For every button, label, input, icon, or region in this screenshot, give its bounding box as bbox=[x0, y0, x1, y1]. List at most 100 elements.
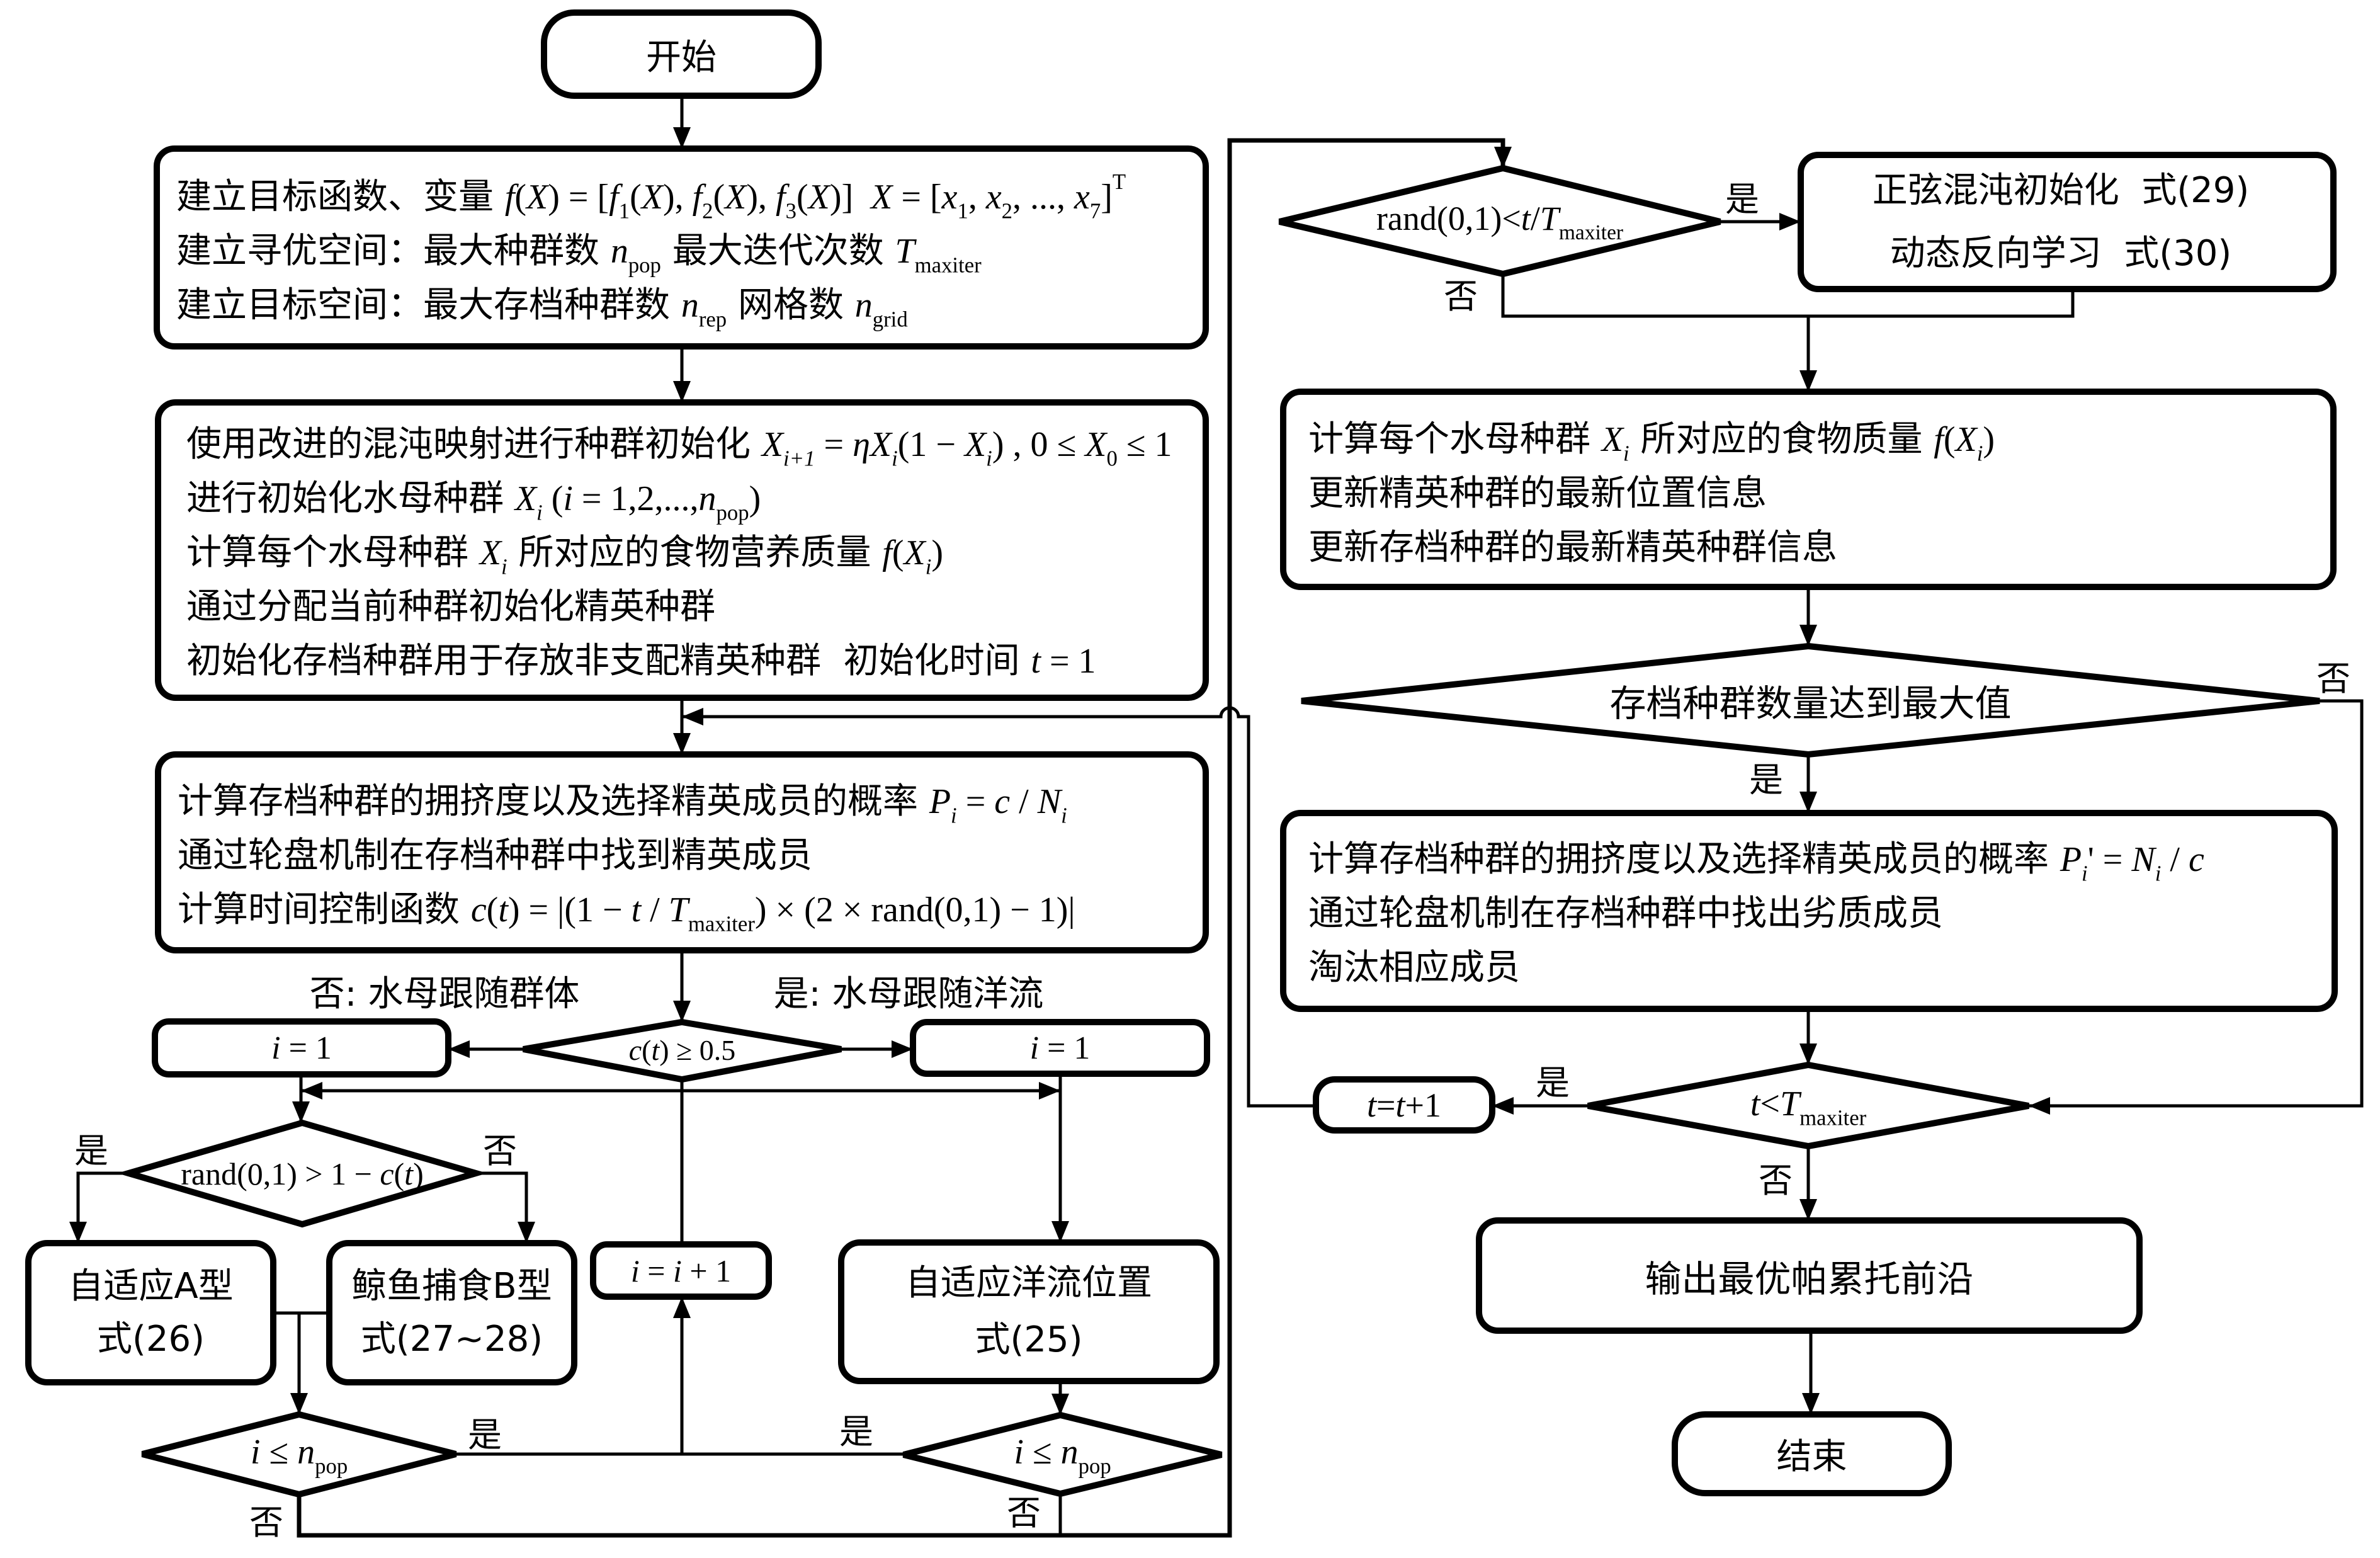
cjk-text: 建立目标空间：最大存档种群数 bbox=[176, 285, 681, 326]
subscript: 1 bbox=[618, 198, 630, 224]
subscript: i bbox=[501, 554, 507, 579]
subscript: rep bbox=[698, 307, 727, 332]
cjk-text: 建立寻优空间：最大种群数 bbox=[176, 230, 611, 271]
motion-yes-label: 是 bbox=[74, 1130, 108, 1171]
text-line: rand(0,1)<t/Tmaxiter bbox=[1376, 199, 1623, 243]
math-variable: n bbox=[610, 232, 628, 271]
math-text: ( bbox=[394, 1156, 405, 1191]
cjk-text: 最大迭代次数 bbox=[660, 230, 895, 271]
text-line: c(t) ≥ 0.5 bbox=[629, 1033, 736, 1067]
math-text: / bbox=[1530, 200, 1540, 237]
cjk-text: 通过分配当前种群初始化精英种群 bbox=[186, 586, 715, 627]
ocean-current-title: 自适应洋流位置 bbox=[905, 1263, 1152, 1304]
passive-motion-a-equation: 式(26) bbox=[97, 1318, 205, 1360]
math-text: = bbox=[1376, 1086, 1396, 1124]
iteration-yes-label: 是 bbox=[1536, 1062, 1570, 1103]
math-text: ( bbox=[542, 479, 564, 518]
text-line: 使用改进的混沌映射进行种群初始化 Xi+1 = ηXi(1 − Xi) , 0 … bbox=[186, 418, 1172, 472]
iteration-condition: t<Tmaxiter bbox=[1588, 1065, 2029, 1143]
ocean-current-equation: 式(25) bbox=[975, 1319, 1083, 1360]
math-variable: X bbox=[641, 178, 663, 217]
cjk-text: 网格数 bbox=[727, 285, 855, 326]
swarm-loop-condition: i ≤ npop bbox=[142, 1414, 456, 1490]
text-line: 初始化存档种群用于存放非支配精英种群 初始化时间 t = 1 bbox=[186, 634, 1172, 688]
math-variable: X bbox=[1601, 420, 1624, 459]
math-text: ( bbox=[796, 178, 808, 217]
math-text: / bbox=[2161, 840, 2189, 879]
math-variable: T bbox=[895, 232, 915, 271]
swarm-loop-yes-label: 是 bbox=[468, 1414, 502, 1455]
subscript: 3 bbox=[785, 198, 796, 224]
math-text: )] bbox=[829, 178, 871, 217]
whale-predation-b-title: 鲸鱼捕食B型 bbox=[351, 1265, 552, 1307]
math-variable: X bbox=[904, 533, 926, 572]
subscript: grid bbox=[872, 307, 908, 332]
subscript: i bbox=[892, 446, 898, 471]
counter-increment-text: i = i + 1 bbox=[593, 1244, 769, 1297]
start-label: 开始 bbox=[646, 37, 717, 78]
text-line: 计算存档种群的拥挤度以及选择精英成员的概率 Pi' = Ni / c bbox=[1308, 833, 2204, 887]
cjk-text: 通过轮盘机制在存档种群中找出劣质成员 bbox=[1308, 893, 1943, 934]
math-text: ) bbox=[413, 1156, 424, 1191]
math-variable: X bbox=[761, 425, 784, 464]
text-line: 更新精英种群的最新位置信息 bbox=[1308, 467, 1995, 521]
cjk-text: 计算存档种群的拥挤度以及选择精英成员的概率 bbox=[178, 781, 929, 822]
math-text: = 1,2,..., bbox=[572, 479, 699, 518]
subscript: i bbox=[1623, 441, 1629, 466]
chaos-condition: rand(0,1)<t/Tmaxiter bbox=[1279, 168, 1720, 269]
math-variable: X bbox=[725, 178, 747, 217]
cjk-text: 计算时间控制函数 bbox=[178, 889, 471, 930]
math-variable: c bbox=[2188, 840, 2204, 879]
archive-full-yes-label: 是 bbox=[1749, 759, 1783, 800]
math-variable: t bbox=[1031, 642, 1041, 681]
math-text: = 1 bbox=[1039, 1030, 1091, 1066]
math-text: ), bbox=[662, 178, 693, 217]
math-text: = 1 bbox=[1040, 642, 1096, 681]
math-text: = [ bbox=[892, 178, 942, 217]
math-text: , ..., bbox=[1012, 178, 1075, 217]
math-variable: t bbox=[1750, 1084, 1760, 1123]
ocean-loop-yes-label: 是 bbox=[839, 1411, 873, 1452]
math-text: ( bbox=[514, 178, 527, 217]
math-variable: t bbox=[1395, 1086, 1405, 1124]
ocean-loop-condition: i ≤ npop bbox=[904, 1415, 1221, 1489]
chaos-reinit-text: 正弦混沌初始化 式(29) 动态反向学习 式(30) bbox=[1801, 155, 2321, 289]
text-line: i = 1 bbox=[271, 1030, 332, 1067]
ocean-counter-init-text: i = 1 bbox=[913, 1022, 1207, 1074]
math-variable: X bbox=[871, 178, 893, 217]
cjk-text: 计算存档种群的拥挤度以及选择精英成员的概率 bbox=[1308, 839, 2060, 880]
subscript: 2 bbox=[1001, 198, 1013, 224]
math-variable: X bbox=[808, 178, 830, 217]
math-variable: i bbox=[673, 1253, 682, 1288]
text-line: 计算时间控制函数 c(t) = |(1 − t / Tmaxiter) × (2… bbox=[178, 883, 1075, 937]
text-line: 建立目标函数、变量 f(X) = [f1(X), f2(X), f3(X)] X… bbox=[176, 170, 1126, 224]
text-line: 计算每个水母种群 Xi 所对应的食物质量 f(Xi) bbox=[1308, 412, 1995, 467]
math-text: ) bbox=[931, 533, 944, 572]
math-variable: P bbox=[929, 782, 951, 821]
math-variable: T bbox=[1539, 200, 1559, 237]
subscript: 7 bbox=[1089, 198, 1101, 224]
math-text: ( bbox=[486, 890, 499, 930]
subscript: i bbox=[1061, 803, 1067, 828]
math-text: ( bbox=[713, 178, 725, 217]
math-text: ≤ bbox=[260, 1433, 298, 1472]
text-line: 通过轮盘机制在存档种群中找出劣质成员 bbox=[1308, 887, 2204, 941]
arrow-motion-no bbox=[476, 1171, 535, 1243]
dynamic-opposition-learning-line: 动态反向学习 式(30) bbox=[1890, 232, 2232, 274]
cjk-text: 所对应的食物质量 bbox=[1629, 419, 1934, 460]
math-variable: i bbox=[630, 1253, 640, 1288]
math-variable: t bbox=[404, 1156, 414, 1191]
cjk-text: 建立目标函数、变量 bbox=[176, 176, 505, 217]
arrow-loops-exit-to-chaos bbox=[297, 138, 1512, 1538]
motion-no-label: 否 bbox=[483, 1130, 517, 1171]
math-text: ( bbox=[892, 533, 904, 572]
text-line: t<Tmaxiter bbox=[1750, 1084, 1866, 1129]
sine-chaos-init-line: 正弦混沌初始化 式(29) bbox=[1872, 169, 2250, 211]
text-line: rand(0,1) > 1 − c(t) bbox=[181, 1156, 423, 1192]
chaos-yes-label: 是 bbox=[1725, 179, 1759, 219]
math-text: ' = bbox=[2087, 840, 2132, 879]
math-text: +1 bbox=[1405, 1086, 1441, 1124]
math-variable: x bbox=[1074, 178, 1090, 217]
text-line: i ≤ npop bbox=[251, 1432, 348, 1477]
